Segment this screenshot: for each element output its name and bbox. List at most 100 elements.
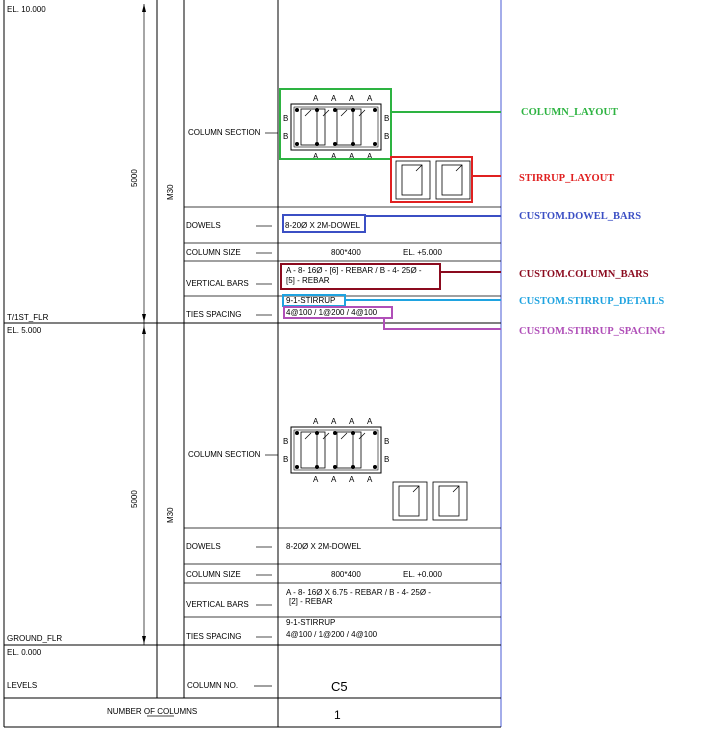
lower-vbars-line1: A - 8- 16Ø X 6.75 - REBAR / B - 4- 25Ø -: [286, 588, 431, 597]
bar-mark-b: B: [384, 114, 389, 123]
dimension-lines: [142, 4, 146, 645]
column-no-label: COLUMN NO.: [187, 681, 238, 690]
elevation-mid: EL. 5.000: [7, 326, 42, 335]
stirrup-spacing-callout: CUSTOM.STIRRUP_SPACING: [519, 326, 665, 337]
section-outline: [290, 103, 382, 151]
section-outline: [290, 426, 382, 474]
bar-mark-a: A: [331, 152, 337, 161]
upper-vbars-label: VERTICAL BARS: [186, 279, 249, 288]
rebar-dot: [315, 108, 319, 112]
stirrup-hook: [412, 485, 420, 493]
bar-mark-b: B: [283, 437, 288, 446]
lower-dowels-label: DOWELS: [186, 542, 221, 551]
stirrup-outer: [432, 481, 468, 521]
column-bars-callout: CUSTOM.COLUMN_BARS: [519, 269, 649, 280]
inner-tie: [336, 108, 362, 146]
schedule-grid: [3, 0, 502, 728]
rebar-dot: [295, 142, 299, 146]
number-of-columns-label: NUMBER OF COLUMNS: [107, 707, 197, 716]
tie-hook: [340, 109, 348, 117]
stirrup-outer: [395, 160, 431, 200]
lower-vbars-label: VERTICAL BARS: [186, 600, 249, 609]
rebar-dot: [295, 431, 299, 435]
bar-mark-a: A: [349, 94, 355, 103]
upper-ties-label: TIES SPACING: [186, 310, 241, 319]
stirrup-layout-upper: [395, 160, 471, 200]
inner-tie: [300, 108, 326, 146]
rebar-dot: [373, 108, 377, 112]
stirrup-hook: [452, 485, 460, 493]
lower-size-el: EL. +0.000: [403, 570, 442, 579]
bar-mark-a: A: [331, 94, 337, 103]
rebar-dot: [333, 108, 337, 112]
section-cover-line: [293, 106, 379, 148]
upper-vbars-line2: [5] - REBAR: [286, 276, 330, 285]
column-bars-highlight: [280, 263, 441, 290]
rebar-dot: [315, 142, 319, 146]
lower-ties-label: TIES SPACING: [186, 632, 241, 641]
stirrup-layout-lower: [392, 481, 468, 521]
tie-hook: [322, 109, 330, 117]
stirrup-hook: [455, 164, 463, 172]
upper-size-value: 800*400: [331, 248, 361, 257]
elevation-top: EL. 10.000: [7, 5, 46, 14]
bar-mark-a: A: [313, 475, 319, 484]
bar-mark-a: A: [313, 152, 319, 161]
stirrup-hook: [415, 164, 423, 172]
stirrup-outer: [392, 481, 428, 521]
floor-lower: GROUND_FLR: [7, 634, 62, 643]
rebar-dot: [333, 465, 337, 469]
bar-mark-a: A: [313, 417, 319, 426]
lower-dowels-value: 8-20Ø X 2M-DOWEL: [286, 542, 362, 551]
stirrup-inner: [438, 485, 460, 517]
bar-mark-b: B: [384, 455, 389, 464]
rebar-dot: [351, 465, 355, 469]
tie-hook: [358, 432, 366, 440]
stirrup-spacing-highlight: [283, 306, 393, 319]
upper-stirrup-details: 9-1-STIRRUP: [286, 296, 335, 305]
rebar-dot: [373, 142, 377, 146]
rebar-dot: [351, 142, 355, 146]
levels-label: LEVELS: [7, 681, 37, 690]
stirrup-outer: [435, 160, 471, 200]
upper-size-label: COLUMN SIZE: [186, 248, 241, 257]
section-cover-line: [293, 429, 379, 471]
stirrup-inner: [398, 485, 420, 517]
column-no-value: C5: [331, 679, 348, 694]
tie-hook: [358, 109, 366, 117]
bar-mark-a: A: [331, 417, 337, 426]
column-layout-callout: COLUMN_LAYOUT: [521, 107, 618, 118]
stirrup-layout-highlight: [390, 156, 473, 203]
floor-upper: T/1ST_FLR: [7, 313, 49, 322]
upper-grade: M30: [166, 184, 175, 200]
rebar-dot: [351, 108, 355, 112]
tie-hook: [322, 432, 330, 440]
stirrup-inner: [401, 164, 423, 196]
upper-dowels-value: 8-20Ø X 2M-DOWEL: [285, 221, 361, 230]
bar-mark-a: A: [331, 475, 337, 484]
lower-height-dim: 5000: [130, 490, 139, 508]
upper-height-dim: 5000: [130, 169, 139, 187]
rebar-dot: [315, 465, 319, 469]
column-layout-highlight: [279, 88, 392, 160]
stirrup-spacing-leader: [383, 318, 501, 330]
lower-size-value: 800*400: [331, 570, 361, 579]
dowel-bars-callout: CUSTOM.DOWEL_BARS: [519, 211, 641, 222]
lower-size-label: COLUMN SIZE: [186, 570, 241, 579]
lower-section-label: COLUMN SECTION: [188, 450, 261, 459]
inner-tie: [300, 431, 326, 469]
stirrup-inner: [441, 164, 463, 196]
elevation-bottom: EL. 0.000: [7, 648, 42, 657]
rebar-dot: [295, 108, 299, 112]
rebar-dot: [373, 465, 377, 469]
lower-stirrup-spacing: 4@100 / 1@200 / 4@100: [286, 630, 378, 639]
bar-mark-a: A: [367, 475, 373, 484]
bar-mark-b: B: [283, 455, 288, 464]
inner-tie: [336, 431, 362, 469]
rebar-dot: [333, 142, 337, 146]
rebar-dot: [295, 465, 299, 469]
stirrup-details-callout: CUSTOM.STIRRUP_DETAILS: [519, 296, 664, 307]
